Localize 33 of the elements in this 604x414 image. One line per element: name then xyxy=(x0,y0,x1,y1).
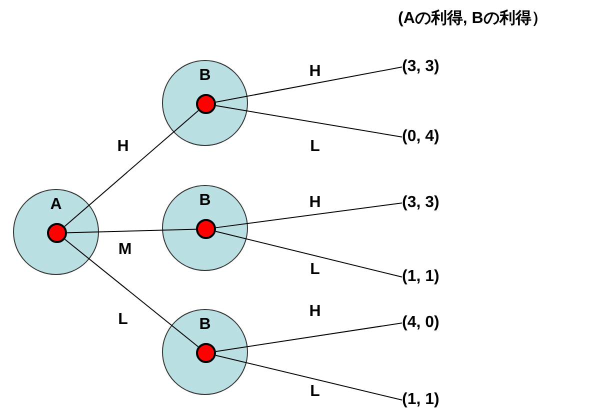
payoff-label: (4, 0) xyxy=(402,314,440,332)
player-label: B xyxy=(198,192,212,210)
edge-label: H xyxy=(309,194,321,212)
decision-point xyxy=(196,94,216,114)
payoff-label: (0, 4) xyxy=(402,128,440,146)
branch-line xyxy=(215,354,402,400)
edge-label: H xyxy=(117,138,129,156)
payoff-label: (1, 1) xyxy=(402,391,440,409)
edge-label: L xyxy=(310,383,320,401)
branch-line xyxy=(215,230,402,278)
branch-line xyxy=(215,66,402,103)
payoff-label: (1, 1) xyxy=(402,268,440,286)
edge-label: M xyxy=(118,241,132,259)
payoff-label: (3, 3) xyxy=(402,194,440,212)
title: (Aの利得, Bの利得） xyxy=(398,8,548,29)
payoff-label: (3, 3) xyxy=(402,58,440,76)
edge-label: H xyxy=(309,63,321,81)
decision-point xyxy=(196,343,216,363)
branch-line xyxy=(215,202,402,228)
edge-label: L xyxy=(118,311,128,329)
player-label: B xyxy=(198,316,212,334)
edge-label: H xyxy=(309,303,321,321)
branch-line xyxy=(215,105,402,138)
player-label: B xyxy=(198,67,212,85)
edge-label: L xyxy=(310,138,320,156)
player-label: A xyxy=(49,196,63,214)
branch-line xyxy=(64,238,199,348)
edge-label: L xyxy=(310,261,320,279)
branch-line xyxy=(66,228,196,234)
branch-line xyxy=(64,110,199,227)
decision-point xyxy=(47,223,67,243)
decision-point xyxy=(196,219,216,239)
branch-line xyxy=(215,322,402,352)
